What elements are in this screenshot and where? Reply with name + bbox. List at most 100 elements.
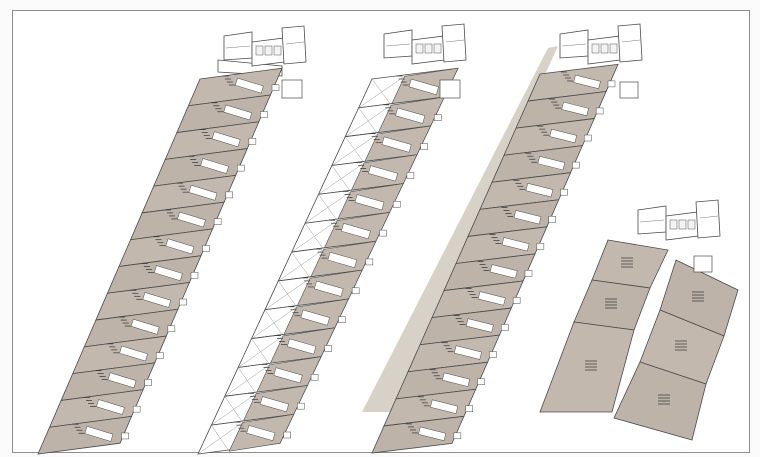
balcony-box — [338, 316, 346, 323]
unit-service-strip — [573, 74, 601, 89]
balcony-box — [260, 111, 268, 118]
unit-service-strip — [96, 399, 125, 415]
unit-service-strip — [477, 291, 506, 306]
lift-shaft — [415, 43, 424, 54]
building-3 — [362, 23, 643, 454]
stair-core — [617, 23, 643, 63]
balcony-box — [121, 432, 129, 440]
balcony-box — [607, 80, 616, 88]
annex-room — [619, 81, 639, 99]
lift-shaft — [264, 45, 273, 56]
balcony-box — [524, 270, 533, 277]
stair-line — [445, 39, 465, 43]
stair-core — [441, 23, 467, 63]
unit-service-strip — [300, 309, 330, 326]
balcony-box — [202, 245, 210, 252]
unit-service-strip — [453, 345, 482, 360]
unit-cross-line — [331, 133, 378, 166]
balcony-box — [167, 325, 176, 333]
balcony-box — [420, 143, 428, 150]
unit-service-strip — [165, 238, 195, 255]
balcony-box — [434, 114, 442, 121]
balcony-box — [225, 191, 233, 199]
balcony-box — [248, 138, 257, 145]
balcony-box — [548, 215, 556, 223]
unit-cross-line — [224, 364, 270, 397]
stair-line — [621, 39, 641, 43]
unit-service-strip — [234, 77, 264, 94]
unit-service-strip — [513, 210, 542, 225]
balcony-box — [365, 258, 374, 266]
unit-service-strip — [354, 194, 385, 211]
balcony-box — [132, 405, 141, 413]
unit-service-strip — [418, 426, 447, 441]
unit-cross-line — [291, 220, 338, 253]
unit-service-strip — [341, 223, 371, 240]
unit-service-strip — [119, 345, 148, 362]
stair-line — [285, 41, 305, 45]
unit-service-strip — [84, 425, 114, 442]
balcony-box — [179, 298, 187, 306]
stair-line — [699, 215, 719, 219]
unit-service-strip — [259, 396, 289, 413]
lift-shaft — [424, 43, 433, 54]
balcony-box — [379, 229, 387, 237]
balcony-box — [392, 201, 401, 208]
unit — [37, 415, 133, 455]
balcony-box — [190, 271, 199, 279]
unit-service-strip — [286, 338, 317, 355]
balcony-box — [283, 431, 291, 439]
balcony-box — [310, 374, 319, 381]
annex-room — [693, 255, 713, 273]
unit-service-strip — [142, 292, 172, 308]
balcony-box — [237, 164, 245, 172]
stair-core — [695, 199, 721, 239]
annex-room — [281, 79, 303, 99]
lift-shaft — [273, 45, 282, 56]
unit-service-strip — [408, 78, 439, 95]
unit-cross-line — [264, 278, 311, 310]
balcony-box — [213, 218, 222, 225]
unit-cross-line — [358, 76, 405, 109]
unit-service-strip — [442, 372, 470, 387]
unit-cross-line — [251, 306, 297, 339]
unit-service-strip — [549, 128, 577, 144]
unit-service-strip — [489, 264, 518, 279]
unit-service-strip — [381, 136, 412, 153]
balcony-box — [156, 352, 164, 359]
balcony-box — [297, 402, 305, 410]
unit-service-strip — [107, 372, 137, 389]
balcony-box — [453, 432, 462, 440]
balcony-box — [477, 378, 485, 385]
unit-service-strip — [200, 158, 229, 174]
unit-service-strip — [130, 318, 160, 335]
unit-cross-line — [211, 393, 257, 426]
unit-service-strip — [430, 399, 459, 414]
unit-service-strip — [177, 211, 206, 228]
balcony-box — [351, 287, 360, 295]
lift-shaft — [669, 219, 678, 230]
lift-shaft — [591, 43, 600, 54]
unit-service-strip — [211, 131, 241, 148]
balcony-box — [584, 134, 592, 142]
balcony-box — [560, 188, 568, 196]
unit-cross-line — [278, 249, 324, 282]
balcony-box — [324, 345, 333, 352]
stair-core — [281, 25, 307, 65]
unit-cross-line — [345, 104, 392, 137]
balcony-box — [144, 379, 152, 386]
unit-cross-line — [304, 191, 351, 224]
balcony-box — [489, 351, 497, 358]
building-shadow — [362, 46, 558, 412]
unit-service-strip — [537, 155, 566, 171]
building-4 — [539, 199, 739, 441]
unit-service-strip — [314, 280, 344, 297]
unit-service-strip — [501, 237, 530, 252]
balcony-box — [501, 324, 509, 331]
balcony-box — [536, 243, 545, 250]
stair-line — [639, 219, 665, 223]
building-1 — [37, 25, 307, 455]
balcony-box — [595, 107, 604, 115]
balcony-box — [512, 297, 521, 304]
